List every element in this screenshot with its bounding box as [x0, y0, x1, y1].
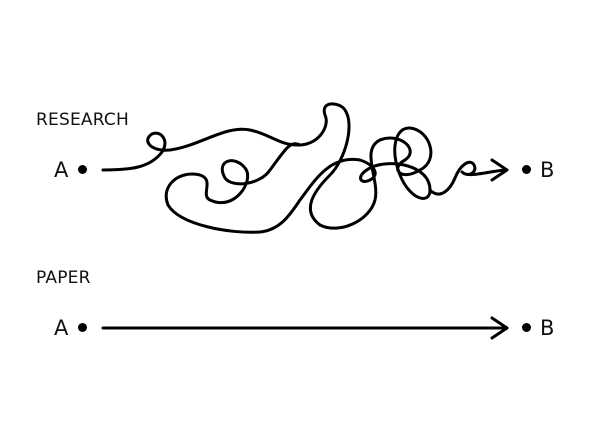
research-start-label: A [54, 158, 69, 182]
paper-start-dot [78, 323, 87, 332]
paper-end-label: B [540, 316, 555, 340]
paper-arrowhead [490, 316, 509, 340]
research-end-label: B [540, 158, 555, 182]
research-arrowhead [490, 158, 509, 182]
paper-start-label: A [54, 316, 69, 340]
paper-end-dot [522, 323, 531, 332]
research-start-dot [78, 165, 87, 174]
paper-title: PAPER [36, 268, 91, 288]
research-tangled-path [101, 102, 507, 234]
research-end-dot [522, 165, 531, 174]
research-title: RESEARCH [36, 110, 129, 130]
